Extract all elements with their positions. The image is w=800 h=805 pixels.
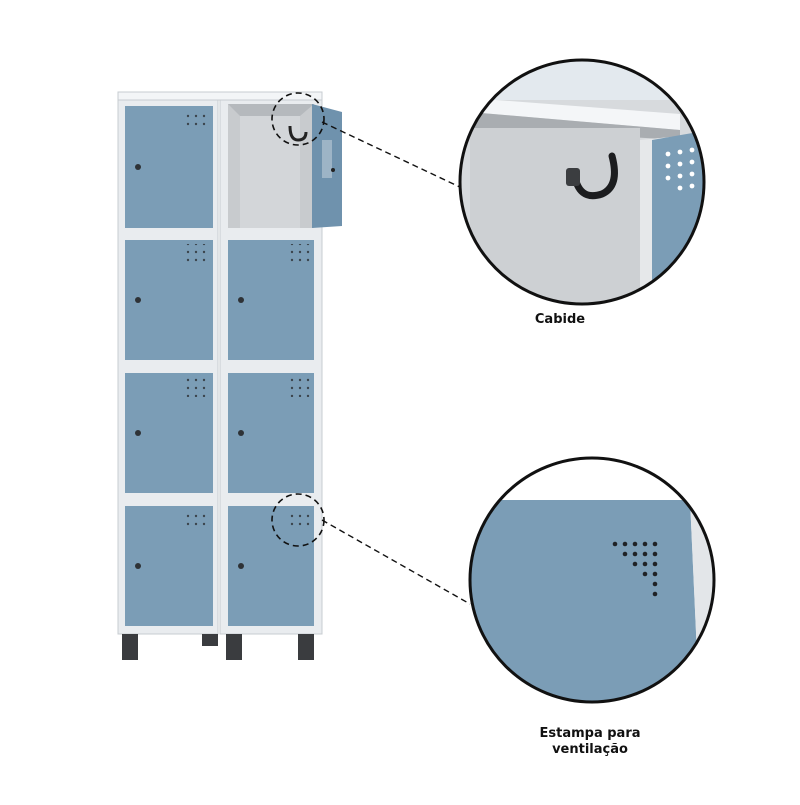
locker-feet (122, 634, 314, 660)
vent-highlight (271, 493, 325, 547)
vent-caption-line-1: Estampa para (539, 726, 641, 741)
open-compartment (228, 104, 314, 228)
locker-cabinet (117, 91, 342, 660)
vent-zoom-circle (468, 456, 716, 704)
vent-pattern (186, 110, 310, 530)
vent-connector-line (321, 519, 471, 605)
hook-caption: Cabide (534, 312, 586, 327)
hook-connector-line (321, 121, 463, 189)
hook-zoom-circle (458, 58, 706, 306)
vent-caption-line-2: ventilação (552, 742, 628, 757)
coat-hook-icon (460, 60, 704, 304)
vent-caption: Estampa para ventilação (520, 726, 660, 758)
open-locker-door (312, 104, 342, 228)
hook-highlight (271, 92, 325, 146)
